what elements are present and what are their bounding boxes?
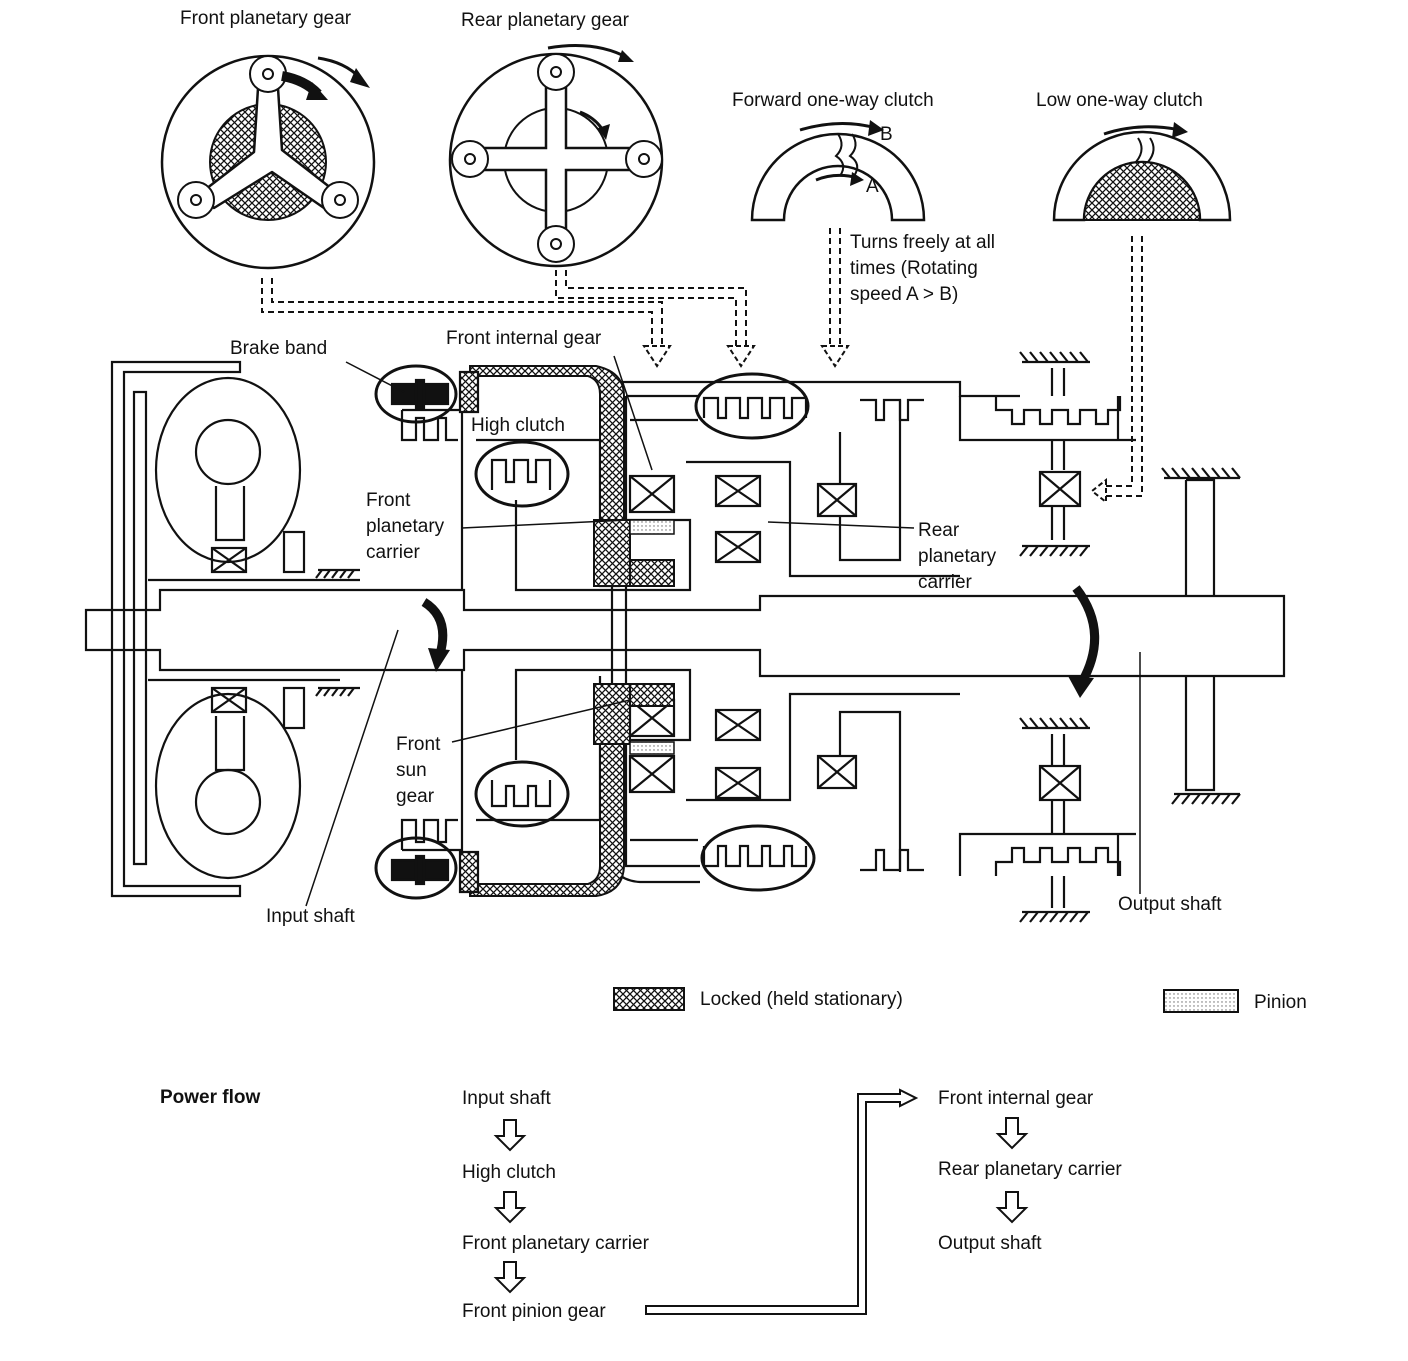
front-internal-gear-label: Front internal gear <box>446 328 602 349</box>
low-one-way-clutch-title: Low one-way clutch <box>1036 90 1203 111</box>
input-shaft <box>84 588 1286 678</box>
input-shaft-label: Input shaft <box>266 906 355 927</box>
rear-planetary-carrier-label-1: Rear <box>918 520 960 541</box>
forward-arc-b-label: B <box>880 124 893 145</box>
legend-pinion-label: Pinion <box>1254 992 1307 1013</box>
power-flow-step-right-1: Rear planetary carrier <box>938 1159 1122 1180</box>
flow-arrow-right-2 <box>995 1191 1029 1224</box>
brake-band-label: Brake band <box>230 338 327 359</box>
low-one-way-clutch-figure: Low one-way clutch <box>1036 90 1232 222</box>
turns-freely-line2: times (Rotating <box>850 258 978 279</box>
highlight-high-clutch-lower <box>474 760 570 828</box>
turns-freely-line3: speed A > B) <box>850 284 958 305</box>
highlight-front-internal-upper <box>694 372 810 440</box>
power-flow-step-left-0: Input shaft <box>462 1088 551 1109</box>
dashed-arrow-heads <box>642 345 1107 505</box>
highlight-brake-band-upper <box>374 364 458 424</box>
high-clutch-label: High clutch <box>471 415 565 436</box>
highlight-front-internal-lower <box>700 824 816 892</box>
power-flow-title: Power flow <box>160 1087 261 1108</box>
front-sun-gear-label-2: sun <box>396 760 427 781</box>
main-schematic <box>84 351 1286 923</box>
highlight-ellipses <box>374 364 816 900</box>
front-carrier-arms <box>200 86 338 210</box>
turns-freely-line1: Turns freely at all <box>850 232 995 253</box>
low-arrow <box>1103 125 1181 136</box>
legend-locked-label: Locked (held stationary) <box>700 989 903 1010</box>
forward-one-way-clutch-title: Forward one-way clutch <box>732 90 934 111</box>
highlight-high-clutch-upper <box>474 440 570 508</box>
output-shaft-label: Output shaft <box>1118 894 1222 915</box>
flow-arrow-right-1 <box>995 1117 1029 1150</box>
front-sun-gear-label-3: gear <box>396 786 435 807</box>
rear-planetary-carrier-label-3: carrier <box>918 572 973 593</box>
rear-planetary-carrier-label-2: planetary <box>918 546 997 567</box>
low-clutch-hatched-core <box>1082 161 1202 221</box>
flow-arrow-left-3 <box>493 1261 527 1294</box>
power-flow-step-right-2: Output shaft <box>938 1233 1042 1254</box>
leader-lines <box>305 355 1141 907</box>
front-planetary-carrier-label-3: carrier <box>366 542 421 563</box>
highlight-brake-band-lower <box>374 836 458 900</box>
power-flow-step-right-0: Front internal gear <box>938 1088 1094 1109</box>
power-flow-step-left-2: Front planetary carrier <box>462 1233 650 1254</box>
torque-converter-housing <box>110 360 242 898</box>
forward-clutch-half-ring <box>750 132 926 222</box>
rear-planetary-gear-figure: Rear planetary gear <box>448 10 664 268</box>
front-planetary-carrier-label-1: Front <box>366 490 411 511</box>
front-planetary-gear-figure: Front planetary gear <box>160 8 376 270</box>
legend-locked-swatch <box>613 987 685 1011</box>
legend-pinion-swatch <box>1163 989 1239 1013</box>
torque-converter-torus-upper <box>154 376 302 564</box>
front-planetary-carrier-label-2: planetary <box>366 516 445 537</box>
flow-arrow-left-2 <box>493 1191 527 1224</box>
power-flow: Power flow Input shaft High clutch Front… <box>160 1087 1122 1322</box>
power-flow-step-left-1: High clutch <box>462 1162 556 1183</box>
rear-carrier-cross <box>468 70 646 244</box>
torque-converter-torus-lower <box>154 692 302 880</box>
flow-arrow-left-1 <box>493 1119 527 1152</box>
dashed-reference-arrows <box>261 228 1143 497</box>
flow-connector <box>645 1088 919 1315</box>
forward-one-way-clutch-figure: B A Forward one-way clutch <box>732 90 934 222</box>
legend: Locked (held stationary) Pinion <box>613 987 1307 1013</box>
forward-arc-a-label: A <box>866 176 879 197</box>
front-planetary-gear-title: Front planetary gear <box>180 8 352 29</box>
forward-arrow-b <box>799 121 877 132</box>
front-sun-gear-label-1: Front <box>396 734 441 755</box>
shaft-rotation-arrows <box>421 585 1100 698</box>
rear-planetary-gear-title: Rear planetary gear <box>461 10 630 31</box>
power-flow-step-left-3: Front pinion gear <box>462 1301 606 1322</box>
